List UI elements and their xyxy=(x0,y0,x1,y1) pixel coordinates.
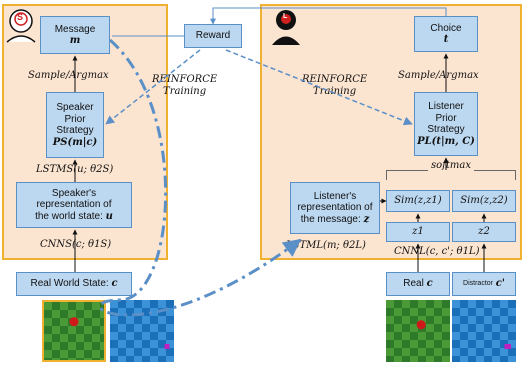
reinforce-line1: REINFORCE xyxy=(152,74,218,85)
real-world-state-box: Real World State: c xyxy=(16,272,132,296)
listener-repr-line: the message: xyxy=(300,213,361,225)
speaker-repr-line: Speaker's xyxy=(51,187,97,199)
listener-strategy-line: Strategy xyxy=(427,124,465,135)
world-image-listener-real xyxy=(386,300,450,362)
speaker-strategy-line: Prior xyxy=(64,113,86,125)
softmax-label: softmax xyxy=(428,160,474,171)
reinforce-line2: Training xyxy=(313,86,357,97)
reward-label: Reward xyxy=(195,30,231,42)
listener-icon-letter: L xyxy=(283,13,288,20)
choice-box: Choice t xyxy=(414,16,478,52)
listener-cnn-label: CNNL(c, c'; θ1L) xyxy=(394,246,480,257)
real-world-state-label: Real World State: xyxy=(30,278,109,290)
speaker-sample-label: Sample/Argmax xyxy=(28,70,109,81)
speaker-repr-box: Speaker's representation of the world st… xyxy=(16,182,132,228)
z2-label: z2 xyxy=(478,226,490,238)
speaker-strategy-box: Speaker Prior Strategy PS(m|c) xyxy=(46,92,104,158)
sim-label-1: Sim(z,z1) xyxy=(394,195,442,207)
listener-strategy-line: Listener xyxy=(428,101,464,112)
listener-lstm-label: LSTML(m; θ2L) xyxy=(286,240,366,251)
z1-label: z1 xyxy=(412,226,424,238)
listener-repr-line-3: the message: z xyxy=(301,214,370,226)
listener-repr-line: Listener's xyxy=(313,190,357,202)
choice-var: t xyxy=(443,34,449,45)
speaker-icon-letter: S xyxy=(17,12,24,22)
real-world-state-var: c xyxy=(111,278,118,290)
real-var: c xyxy=(426,278,433,290)
reinforce-label-right: REINFORCE Training xyxy=(302,74,367,98)
listener-repr-line: representation of xyxy=(297,202,373,214)
listener-repr-box: Listener's representation of the message… xyxy=(290,182,380,234)
message-var: m xyxy=(69,35,81,46)
distractor-label: Distractor xyxy=(463,279,493,287)
real-label: Real xyxy=(403,278,424,290)
world-image-listener-distractor xyxy=(452,300,516,362)
speaker-cnn-label: CNNS(c; θ1S) xyxy=(40,239,112,250)
speaker-lstm-label: LSTMS(u; θ2S) xyxy=(36,164,114,175)
message-box: Message m xyxy=(40,16,110,54)
speaker-strategy-line: Speaker xyxy=(56,102,94,113)
speaker-repr-var: u xyxy=(105,210,113,222)
speaker-icon: S xyxy=(4,8,38,44)
listener-sample-label: Sample/Argmax xyxy=(398,70,479,81)
speaker-repr-line: the world state: xyxy=(35,210,103,222)
softmax-bracket xyxy=(386,170,516,180)
real-box: Real c xyxy=(386,272,450,296)
speaker-strategy-formula: PS(m|c) xyxy=(52,136,98,148)
distractor-box: Distractor c' xyxy=(452,272,516,296)
sim-box-1: Sim(z,z1) xyxy=(386,190,450,212)
sim-box-2: Sim(z,z2) xyxy=(452,190,516,212)
distractor-var: c' xyxy=(495,278,505,290)
z2-box: z2 xyxy=(452,222,516,242)
world-image-speaker-target xyxy=(42,300,106,362)
reinforce-line2: Training xyxy=(163,86,207,97)
speaker-repr-line-3: the world state: u xyxy=(35,211,113,223)
choice-title: Choice xyxy=(430,22,462,34)
reinforce-line1: REINFORCE xyxy=(302,74,368,85)
listener-strategy-line: Prior xyxy=(435,112,457,124)
message-title: Message xyxy=(54,23,96,35)
listener-strategy-box: Listener Prior Strategy PL(t|m, C) xyxy=(414,92,478,156)
listener-strategy-formula: PL(t|m, C) xyxy=(417,135,475,147)
listener-icon: L xyxy=(270,8,302,46)
reward-box: Reward xyxy=(184,24,242,48)
speaker-repr-line: representation of xyxy=(36,199,112,211)
z1-box: z1 xyxy=(386,222,450,242)
sim-label-2: Sim(z,z2) xyxy=(460,195,508,207)
world-image-speaker-distractor xyxy=(110,300,174,362)
reinforce-label-left: REINFORCE Training xyxy=(152,74,217,98)
listener-repr-var: z xyxy=(363,213,370,225)
speaker-strategy-line: Strategy xyxy=(56,125,94,136)
